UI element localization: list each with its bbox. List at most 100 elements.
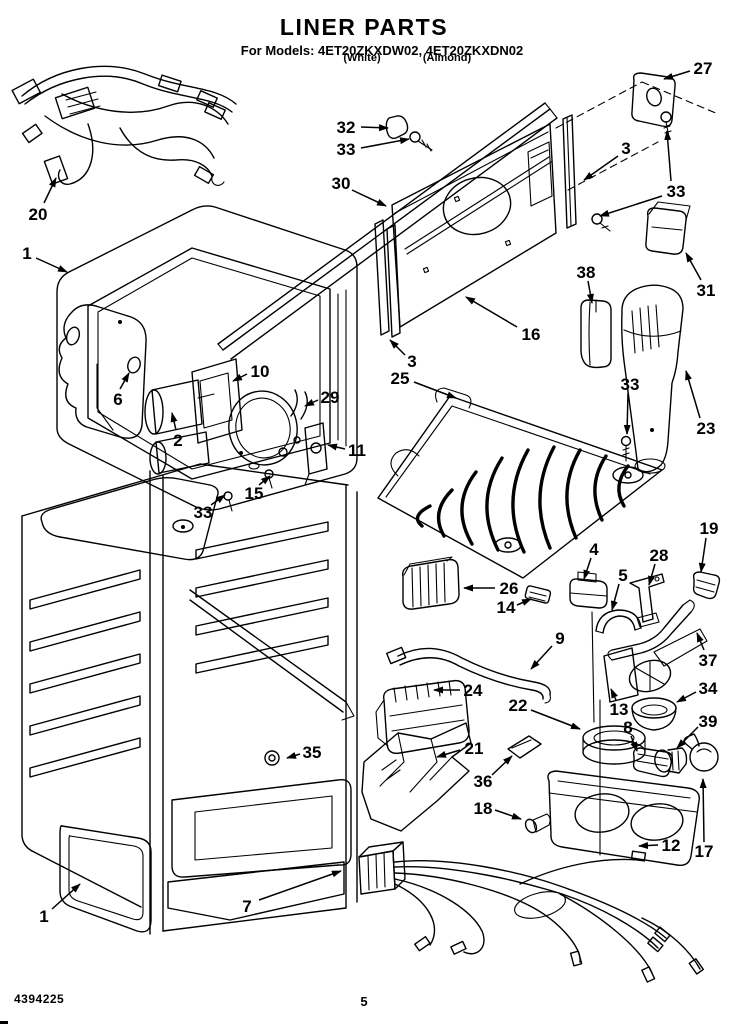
- leader-arrow-10: [232, 373, 248, 382]
- leader-arrow-22: [530, 709, 581, 730]
- callout-26: 26: [500, 579, 519, 598]
- leader-arrow-1: [51, 883, 81, 910]
- callout-14: 14: [497, 598, 516, 617]
- leader-arrow-13: [610, 688, 618, 701]
- callout-36: 36: [474, 772, 493, 791]
- callout-18: 18: [474, 799, 493, 818]
- leader-arrow-3: [583, 155, 619, 181]
- leader-arrow-17: [699, 778, 707, 843]
- duct-panel-part-25: [377, 387, 663, 579]
- callout-9: 9: [555, 629, 564, 648]
- callout-32: 32: [337, 118, 356, 137]
- finish-almond-label: (Almond): [422, 52, 472, 64]
- leader-arrow-14: [516, 598, 532, 606]
- callout-20: 20: [29, 205, 48, 224]
- callout-15: 15: [245, 484, 264, 503]
- leader-arrow-23: [685, 370, 701, 419]
- callout-39: 39: [699, 712, 718, 731]
- title-block: LINER PARTS For Models: 4ET20ZKXDW02, 4E…: [0, 14, 740, 58]
- callout-21: 21: [465, 739, 484, 758]
- evaporator-fan-assembly: [144, 358, 328, 512]
- leader-arrow-28: [648, 563, 656, 586]
- wire-harness-part-7: [358, 841, 704, 983]
- callout-29: 29: [321, 388, 340, 407]
- callout-33: 33: [337, 140, 356, 159]
- scan-mark: [0, 1021, 8, 1024]
- leader-arrow-33: [623, 392, 631, 435]
- leader-arrow-12: [638, 842, 659, 850]
- callout-25: 25: [391, 369, 410, 388]
- leader-arrow-29: [304, 399, 319, 407]
- finish-white-label: (White): [343, 52, 381, 64]
- leader-arrow-6: [119, 372, 130, 390]
- wire-harness-part-20: [11, 65, 237, 186]
- leader-arrow-25: [413, 381, 457, 399]
- leader-arrow-2: [170, 412, 178, 431]
- callout-8: 8: [623, 718, 632, 737]
- leader-arrow-1: [35, 257, 68, 273]
- leader-arrow-21: [436, 749, 461, 758]
- callout-1: 1: [39, 907, 48, 926]
- callout-33: 33: [194, 503, 213, 522]
- callout-22: 22: [509, 696, 528, 715]
- callout-3: 3: [621, 139, 630, 158]
- leader-arrow-33: [599, 195, 663, 217]
- leader-arrow-3: [389, 339, 406, 356]
- leader-arrow-36: [491, 755, 513, 776]
- leader-arrow-38: [586, 280, 594, 304]
- leader-arrow-39: [676, 726, 699, 749]
- callout-35: 35: [303, 743, 322, 762]
- callout-33: 33: [667, 182, 686, 201]
- leader-arrow-7: [258, 870, 342, 901]
- leader-arrow-37: [696, 632, 705, 651]
- callout-28: 28: [650, 546, 669, 565]
- callout-2: 2: [173, 431, 182, 450]
- callout-11: 11: [348, 441, 366, 460]
- callout-23: 23: [697, 419, 716, 438]
- leader-arrow-19: [698, 537, 707, 573]
- leader-arrow-27: [663, 70, 691, 80]
- callout-5: 5: [618, 566, 627, 585]
- callout-3: 3: [407, 352, 416, 371]
- callout-1: 1: [22, 244, 31, 263]
- rear-panel-group: [217, 72, 719, 360]
- callout-10: 10: [251, 362, 270, 381]
- leader-arrow-9: [530, 645, 553, 670]
- callout-31: 31: [697, 281, 716, 300]
- leader-arrow-35: [286, 752, 301, 759]
- control-and-lamp-parts: [361, 556, 721, 866]
- freezer-liner-part-1: [56, 205, 358, 511]
- page-title: LINER PARTS: [279, 14, 449, 40]
- leader-arrow-33: [210, 494, 226, 506]
- finish-labels: (White) (Almond): [0, 52, 752, 68]
- leader-arrow-11: [327, 443, 346, 451]
- callout-13: 13: [610, 700, 629, 719]
- callout-24: 24: [464, 681, 483, 700]
- leader-arrow-16: [465, 296, 518, 328]
- leader-arrow-18: [494, 809, 522, 820]
- callout-33: 33: [621, 375, 640, 394]
- document-number: 4394225: [14, 992, 65, 1006]
- leader-arrow-30: [351, 189, 387, 207]
- leader-arrow-20: [43, 177, 57, 204]
- leader-arrow-5: [610, 583, 620, 611]
- callout-7: 7: [242, 897, 251, 916]
- leader-arrow-8: [630, 735, 638, 752]
- page-number: 5: [360, 994, 368, 1009]
- callout-27: 27: [694, 59, 713, 78]
- callout-6: 6: [113, 390, 122, 409]
- callout-12: 12: [662, 836, 681, 855]
- grommet-part-35: [264, 750, 280, 766]
- cabinet-liner-part-1: [21, 463, 358, 935]
- callout-4: 4: [589, 540, 599, 559]
- right-side-parts: [580, 201, 691, 474]
- leader-arrow-15: [258, 475, 271, 486]
- leader-arrow-33: [360, 137, 410, 149]
- leader-arrow-32: [360, 124, 389, 132]
- leader-arrow-4: [583, 557, 592, 580]
- callout-30: 30: [332, 174, 351, 193]
- leader-arrow-34: [676, 691, 697, 703]
